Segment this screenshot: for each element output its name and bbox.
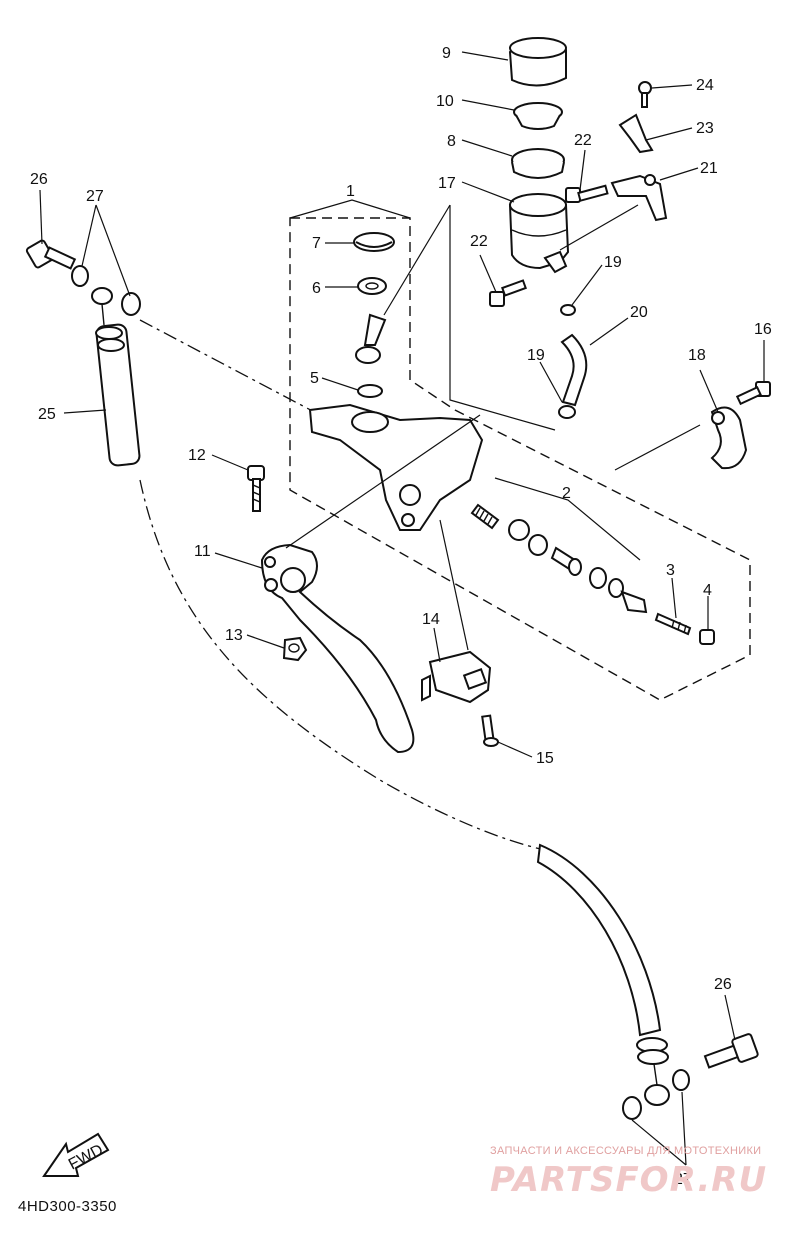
label-part-17: 17 (438, 175, 456, 192)
screw-22-lower (489, 279, 527, 307)
label-part-4: 4 (703, 582, 712, 599)
brake-switch-14 (421, 650, 492, 704)
circlip (608, 578, 624, 598)
label-part-8: 8 (447, 133, 456, 150)
label-part-5: 5 (310, 370, 319, 387)
cup-secondary (589, 567, 607, 589)
o-ring-5 (357, 384, 383, 398)
diaphragm-8 (511, 148, 565, 179)
label-part-27-upper: 27 (86, 188, 104, 205)
label-part-18: 18 (688, 347, 706, 364)
label-part-12: 12 (188, 447, 206, 464)
piston (550, 546, 582, 576)
spring (470, 503, 500, 530)
brake-hose-upper (91, 287, 141, 467)
watermark-caption: ЗАПЧАСТИ И АКСЕССУАРЫ ДЛЯ МОТОТЕХНИКИ (490, 1145, 762, 1157)
label-part-16: 16 (754, 321, 772, 338)
label-part-22-lower: 22 (470, 233, 488, 250)
brake-lever-11 (260, 543, 415, 754)
label-part-10: 10 (436, 93, 454, 110)
label-part-1: 1 (346, 183, 355, 200)
screw-22-upper (565, 184, 609, 203)
master-cylinder-body (308, 403, 484, 531)
screw-24 (638, 81, 652, 108)
reservoir-bracket-21 (610, 174, 668, 222)
reservoir-cap-9 (508, 37, 567, 87)
label-part-21: 21 (700, 160, 718, 177)
label-part-14: 14 (422, 611, 440, 628)
label-part-6: 6 (312, 280, 321, 297)
hose-clip-19-lower (558, 405, 576, 419)
diagram-code: 4HD300-3350 (18, 1198, 117, 1215)
bracket-23 (618, 113, 654, 154)
reservoir-hose-20 (560, 333, 588, 407)
plate-10 (513, 102, 563, 130)
reservoir-fitting (355, 313, 387, 364)
nut-4 (699, 629, 715, 645)
label-part-9: 9 (442, 45, 451, 62)
label-part-26-upper: 26 (30, 171, 48, 188)
bolt-16 (735, 381, 771, 406)
union-bolt-26-upper (25, 239, 77, 270)
fwd-arrow-icon: FWD (42, 1132, 110, 1177)
reservoir-17 (508, 193, 570, 274)
leader-lines (39, 51, 765, 1166)
label-part-2: 2 (562, 485, 571, 502)
label-part-20: 20 (630, 304, 648, 321)
push-rod-3 (654, 612, 692, 636)
hose-link-line (139, 319, 321, 416)
label-part-19-lower: 19 (527, 347, 545, 364)
washer-27-upper-a (71, 265, 89, 287)
clamp-18 (710, 406, 748, 470)
union-bolt-26-lower (703, 1033, 759, 1069)
pivot-bolt-12 (247, 465, 265, 512)
hose-routing-line (139, 479, 546, 851)
label-part-25: 25 (38, 406, 56, 423)
washer-6 (357, 277, 387, 295)
label-part-26-lower: 26 (714, 976, 732, 993)
washer-27-lower-b (672, 1069, 690, 1091)
piston-washer (528, 534, 548, 556)
assembly-bracket-1 (289, 199, 411, 219)
label-part-19-upper: 19 (604, 254, 622, 271)
brake-hose-lower (536, 843, 670, 1106)
label-part-24: 24 (696, 77, 714, 94)
label-part-23: 23 (696, 120, 714, 137)
label-part-15: 15 (536, 750, 554, 767)
hose-clip-19-upper (560, 304, 576, 316)
nut-13 (282, 636, 308, 662)
label-part-3: 3 (666, 562, 675, 579)
label-part-27-lower: 27 (674, 1171, 692, 1188)
label-part-22-upper: 22 (574, 132, 592, 149)
watermark-logo: PARTSFOR.RU (490, 1160, 768, 1200)
washer-27-upper-b (121, 292, 141, 316)
label-part-13: 13 (225, 627, 243, 644)
cup-primary (508, 519, 530, 541)
label-part-7: 7 (312, 235, 321, 252)
label-part-11: 11 (194, 543, 211, 560)
cap-7 (353, 232, 395, 252)
piston-kit-bracket (494, 477, 641, 561)
screw-15 (481, 714, 499, 747)
washer-27-lower-a (622, 1096, 642, 1120)
dust-boot (620, 590, 648, 614)
